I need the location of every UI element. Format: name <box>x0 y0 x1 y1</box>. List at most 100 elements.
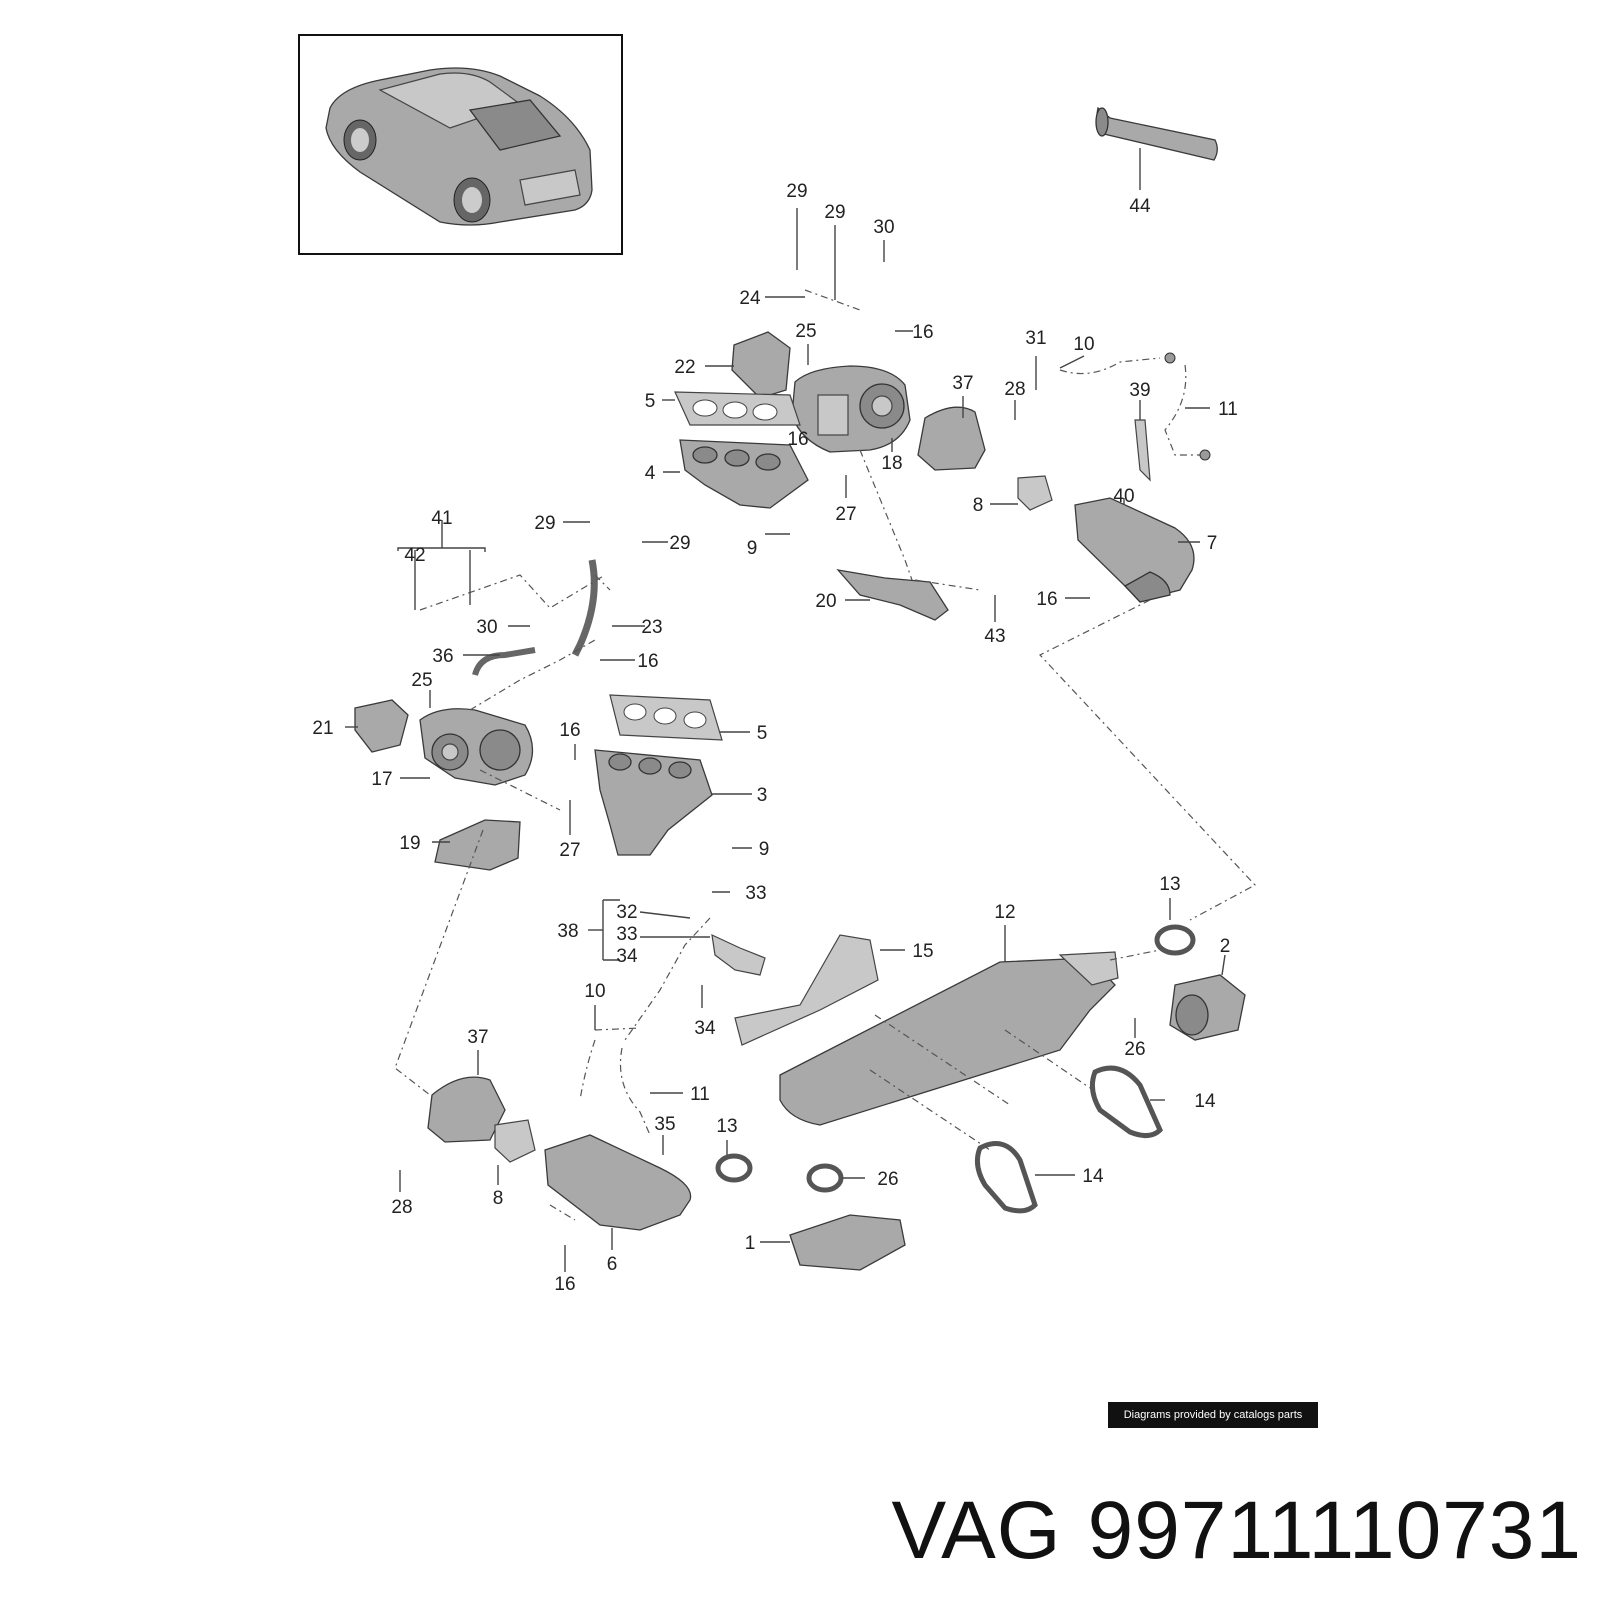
part-5-gasket-lower <box>609 694 723 741</box>
callout-35: 35 <box>654 1114 675 1135</box>
part-1-tailpipe-left <box>789 1214 906 1271</box>
callout-22: 22 <box>674 357 695 378</box>
callout-2: 2 <box>1220 936 1231 957</box>
part-7-catalytic-converter <box>1074 497 1195 603</box>
part-6-catalytic-converter-lower <box>544 1134 692 1231</box>
part-19-heat-shield <box>434 819 521 871</box>
callout-23: 23 <box>641 617 662 638</box>
part-8-gasket-lower <box>494 1119 536 1163</box>
callout-19: 19 <box>399 833 420 854</box>
callout-25: 25 <box>411 670 432 691</box>
callout-39: 39 <box>1129 380 1150 401</box>
callout-41: 41 <box>431 508 452 529</box>
callout-15: 15 <box>912 941 933 962</box>
callout-16: 16 <box>637 651 658 672</box>
part-14-hanger-right <box>1089 1065 1163 1138</box>
callout-36: 36 <box>432 646 453 667</box>
part-44-sealant-tube <box>1095 106 1218 161</box>
callout-16: 16 <box>912 322 933 343</box>
part-12-muffler <box>779 951 1119 1126</box>
callout-34: 34 <box>694 1018 716 1039</box>
part-23-pipe <box>571 559 598 657</box>
callout-14: 14 <box>1082 1166 1104 1187</box>
part-2-tailpipe-right <box>1169 974 1246 1041</box>
callout-16: 16 <box>787 429 808 450</box>
callout-1: 1 <box>745 1233 756 1254</box>
callout-24: 24 <box>739 288 761 309</box>
callout-11: 11 <box>690 1084 710 1105</box>
callout-27: 27 <box>835 504 856 525</box>
callout-30: 30 <box>873 217 894 238</box>
lower-turbocharger <box>419 708 534 786</box>
part-number-value: 99711110731 <box>1087 1485 1582 1576</box>
part-3-manifold-lower <box>594 749 713 856</box>
callout-9: 9 <box>759 839 770 860</box>
part-10-sensor-lower <box>579 1027 641 1101</box>
callout-11: 11 <box>1218 399 1238 420</box>
part-4-manifold-upper <box>679 439 809 509</box>
part-8-gasket-upper <box>1017 475 1053 511</box>
part-13-clamp-upper <box>1154 924 1196 956</box>
callout-27: 27 <box>559 840 580 861</box>
callout-28: 28 <box>1004 379 1025 400</box>
car-illustration <box>325 67 593 226</box>
callout-34: 34 <box>616 946 638 967</box>
callout-8: 8 <box>973 495 984 516</box>
callout-16: 16 <box>559 720 580 741</box>
callout-16: 16 <box>1036 589 1057 610</box>
vehicle-thumbnail <box>298 34 623 255</box>
callout-6: 6 <box>607 1254 618 1275</box>
callout-labels: 1 2 3 4 5 5 6 7 8 8 9 9 10 10 11 11 12 1… <box>312 181 1237 1295</box>
callout-29: 29 <box>786 181 807 202</box>
callout-20: 20 <box>815 591 836 612</box>
part-14-hanger-left <box>974 1141 1038 1214</box>
part-22-bracket <box>731 331 791 399</box>
part-26-clamp-lower <box>806 1163 844 1193</box>
callout-26: 26 <box>1124 1039 1145 1060</box>
callout-33: 33 <box>745 883 766 904</box>
callout-10: 10 <box>1073 334 1094 355</box>
part-39-strap <box>1134 419 1151 482</box>
callout-21: 21 <box>312 718 333 739</box>
part-11-sensor-upper <box>1164 364 1211 461</box>
callout-25: 25 <box>795 321 816 342</box>
callout-9: 9 <box>747 538 758 559</box>
part-20-heat-shield <box>836 569 949 621</box>
callout-32: 32 <box>616 902 637 923</box>
callout-7: 7 <box>1207 533 1218 554</box>
callout-13: 13 <box>716 1116 737 1137</box>
callout-14: 14 <box>1194 1091 1216 1112</box>
part-37-heat-shield-lower <box>427 1076 506 1143</box>
callout-40: 40 <box>1113 486 1134 507</box>
part-13-clamp-lower <box>715 1153 753 1183</box>
callout-38: 38 <box>557 921 578 942</box>
upper-turbocharger <box>791 365 911 453</box>
callout-10: 10 <box>584 981 605 1002</box>
callout-29: 29 <box>669 533 690 554</box>
callout-8: 8 <box>493 1188 504 1209</box>
callout-5: 5 <box>757 723 768 744</box>
callout-30: 30 <box>476 617 497 638</box>
part-15-bracket <box>734 934 879 1046</box>
part-11-sensor-lower <box>619 1047 651 1136</box>
callout-33: 33 <box>616 924 637 945</box>
part-10-sensor-upper <box>1059 352 1176 375</box>
callout-43: 43 <box>984 626 1005 647</box>
callout-3: 3 <box>757 785 768 806</box>
callout-37: 37 <box>952 373 973 394</box>
callout-13: 13 <box>1159 874 1180 895</box>
callout-42: 42 <box>404 545 425 566</box>
callout-17: 17 <box>371 769 392 790</box>
leader-lines <box>345 208 1226 1272</box>
callout-31: 31 <box>1025 328 1046 349</box>
callout-4: 4 <box>645 463 656 484</box>
callout-5: 5 <box>645 391 656 412</box>
part-36-pipe <box>472 647 536 676</box>
callout-44: 44 <box>1129 196 1151 217</box>
callout-29: 29 <box>534 513 555 534</box>
callout-12: 12 <box>994 902 1015 923</box>
part-38-bracket <box>711 933 766 976</box>
callout-37: 37 <box>467 1027 488 1048</box>
